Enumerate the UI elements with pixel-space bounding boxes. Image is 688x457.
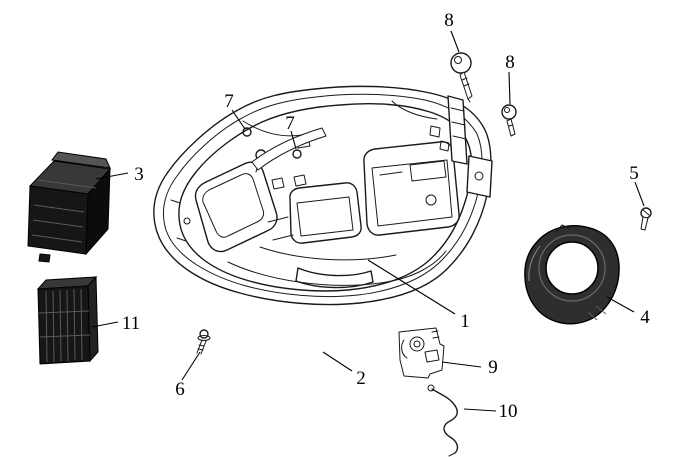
- part-7-trim-strip-drawing: [251, 127, 327, 171]
- callout-6: 6: [175, 379, 185, 400]
- callout-11: 11: [122, 313, 140, 334]
- leader-line-2: [322, 351, 353, 372]
- part-10-cable-drawing: [427, 384, 459, 457]
- leader-line-7a: [231, 109, 246, 130]
- part-6-bolt-drawing: [196, 329, 211, 355]
- callout-4: 4: [640, 307, 650, 328]
- leader-line-7b: [290, 130, 297, 150]
- callout-9: 9: [488, 357, 498, 378]
- part-3-cover-box-drawing: [27, 151, 111, 263]
- leader-line-10: [463, 408, 497, 412]
- part-5-screw-drawing: [640, 207, 652, 231]
- part-8-key-b-drawing: [501, 104, 517, 137]
- part-9-lock-bracket-drawing: [398, 327, 445, 379]
- leader-line-11: [91, 321, 119, 328]
- callout-5: 5: [629, 163, 639, 184]
- leader-line-6: [181, 351, 201, 381]
- leader-line-5: [634, 181, 645, 207]
- callout-3: 3: [134, 164, 144, 185]
- part-1-main-housing-drawing: [153, 85, 493, 306]
- leader-line-4: [606, 296, 635, 313]
- callout-labels: 1 2 3 4 5 6 7 7 8 8 9 10 11: [122, 10, 650, 422]
- part-4-round-cover-drawing: [524, 224, 620, 325]
- leader-line-8b: [508, 71, 511, 105]
- leader-line-8a: [450, 30, 460, 53]
- callout-8b: 8: [505, 52, 515, 73]
- part-8-key-a-drawing: [450, 52, 473, 103]
- callout-2: 2: [356, 368, 366, 389]
- callout-8a: 8: [444, 10, 454, 31]
- leader-line-3: [95, 172, 129, 180]
- callout-1: 1: [460, 311, 470, 332]
- callout-10: 10: [499, 401, 518, 422]
- callout-7b: 7: [285, 113, 295, 134]
- leader-line-9: [441, 361, 482, 368]
- part-11-louvered-box-drawing: [36, 275, 99, 365]
- leader-lines: [91, 30, 645, 412]
- leader-line-1: [367, 259, 456, 315]
- callout-7a: 7: [224, 91, 234, 112]
